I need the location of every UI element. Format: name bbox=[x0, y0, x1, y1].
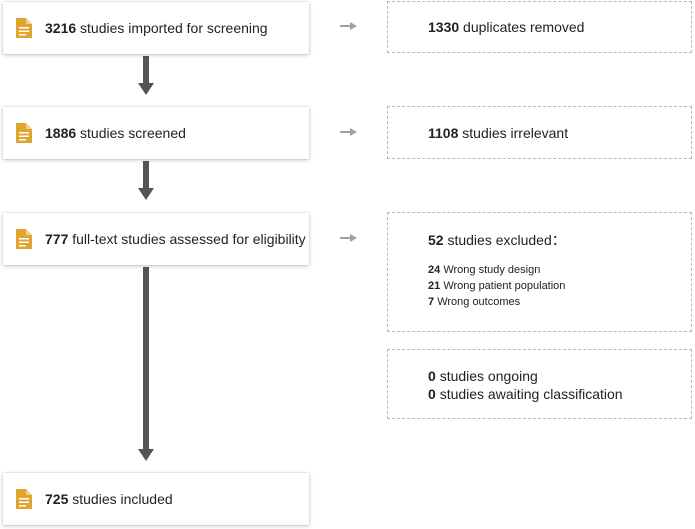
document-icon bbox=[16, 229, 32, 249]
stage-count: 1886 bbox=[45, 125, 77, 141]
arrow-head-3 bbox=[138, 449, 154, 461]
document-icon bbox=[16, 18, 32, 38]
stage-label: full-text studies assessed for eligibili… bbox=[72, 231, 306, 247]
stage-label: studies screened bbox=[80, 125, 186, 141]
irrelevant-label: studies irrelevant bbox=[462, 124, 569, 141]
excluded-count: 52 bbox=[428, 232, 444, 248]
side-arrow-shaft-3 bbox=[340, 237, 350, 239]
document-icon bbox=[16, 123, 32, 143]
ongoing-line: 0 studies ongoing bbox=[428, 368, 538, 384]
stage-screened: 1886 studies screened bbox=[3, 107, 309, 159]
side-arrow-shaft-1 bbox=[340, 25, 350, 27]
irrelevant-box: 1108 studies irrelevant bbox=[387, 106, 692, 159]
stage-label: studies included bbox=[72, 491, 173, 507]
reason-item: 21 Wrong patient population bbox=[428, 280, 566, 292]
duplicates-count: 1330 bbox=[428, 19, 460, 35]
side-arrow-shaft-2 bbox=[340, 131, 350, 133]
awaiting-line: 0 studies awaiting classification bbox=[428, 386, 623, 402]
side-arrow-head-2 bbox=[350, 128, 357, 136]
arrow-head-2 bbox=[138, 188, 154, 200]
arrow-shaft-1 bbox=[143, 56, 149, 83]
side-arrow-head-3 bbox=[350, 234, 357, 242]
duplicates-label: duplicates removed bbox=[463, 19, 585, 35]
arrow-head-1 bbox=[138, 83, 154, 95]
irrelevant-count: 1108 bbox=[428, 124, 459, 141]
stage-imported: 3216 studies imported for screening bbox=[3, 2, 309, 54]
ongoing-awaiting-box: 0 studies ongoing 0 studies awaiting cla… bbox=[387, 349, 692, 419]
arrow-shaft-3 bbox=[143, 267, 149, 449]
stage-count: 3216 bbox=[45, 20, 77, 36]
exclusion-reasons: 24 Wrong study design 21 Wrong patient p… bbox=[428, 262, 691, 310]
stage-full-text: 777 full-text studies assessed for eligi… bbox=[3, 213, 309, 265]
excluded-label: studies excluded： bbox=[447, 232, 566, 248]
stage-label: studies imported for screening bbox=[80, 20, 268, 36]
duplicates-removed-box: 1330 duplicates removed bbox=[387, 1, 692, 53]
reason-item: 7 Wrong outcomes bbox=[428, 296, 521, 308]
stage-count: 777 bbox=[45, 231, 69, 247]
stage-included: 725 studies included bbox=[3, 473, 309, 525]
side-arrow-head-1 bbox=[350, 22, 357, 30]
document-icon bbox=[16, 489, 32, 509]
stage-count: 725 bbox=[45, 491, 69, 507]
arrow-shaft-2 bbox=[143, 161, 149, 188]
reason-item: 24 Wrong study design bbox=[428, 264, 541, 276]
excluded-box: 52 studies excluded： 24 Wrong study desi… bbox=[387, 212, 692, 332]
